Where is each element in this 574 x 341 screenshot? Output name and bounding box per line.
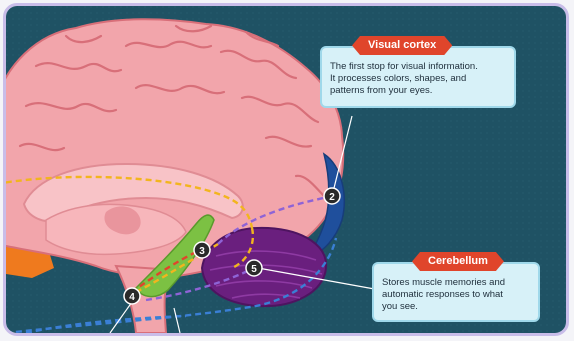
callout-cerebellum-line-3: you see. (382, 301, 530, 313)
diagram-frame: 2 3 4 5 The first stop for visual inform… (3, 3, 569, 336)
callout-cerebellum-title: Cerebellum (412, 252, 504, 271)
svg-text:3: 3 (199, 246, 205, 257)
callout-visual-cortex-title: Visual cortex (352, 36, 452, 55)
callout-visual-cortex: The first stop for visual information. I… (320, 46, 516, 108)
callout-visual-cortex-line-2: It processes colors, shapes, and (330, 73, 506, 85)
marker-2: 2 (324, 188, 340, 204)
cerebellum-region (202, 228, 326, 306)
svg-text:2: 2 (329, 192, 335, 203)
callout-visual-cortex-line-3: patterns from your eyes. (330, 85, 506, 97)
callout-cerebellum-line-1: Stores muscle memories and (382, 277, 530, 289)
callout-cerebellum-line-2: automatic responses to what (382, 289, 530, 301)
marker-5: 5 (246, 260, 262, 276)
marker-3: 3 (194, 242, 210, 258)
callout-visual-cortex-line-1: The first stop for visual information. (330, 61, 506, 73)
svg-text:4: 4 (129, 292, 135, 303)
marker-4: 4 (124, 288, 140, 304)
svg-text:5: 5 (251, 264, 257, 275)
callout-cerebellum: Stores muscle memories and automatic res… (372, 262, 540, 322)
